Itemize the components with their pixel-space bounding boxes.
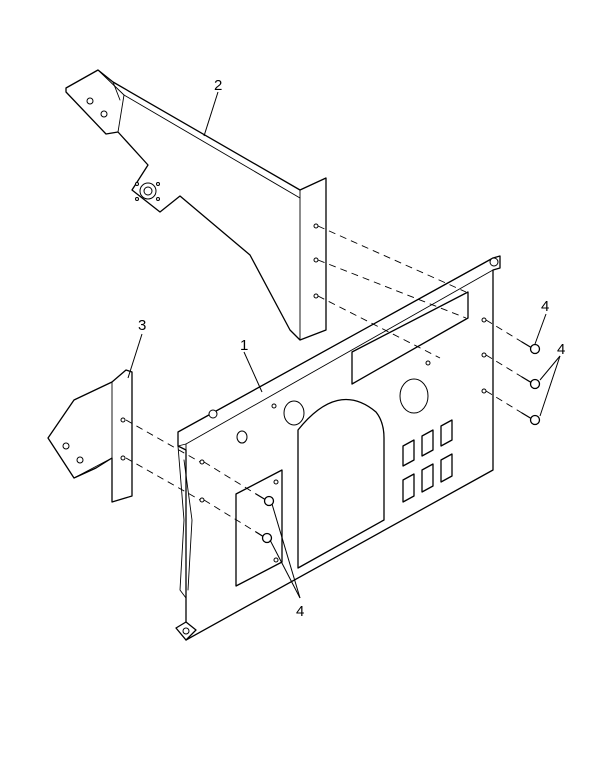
alignment-lines xyxy=(125,225,523,533)
callout-1: 1 xyxy=(240,337,248,354)
screws-part-4 xyxy=(255,341,541,544)
screw-right-3 xyxy=(521,412,541,426)
upper-bracket-part-2 xyxy=(65,69,327,341)
callout-4-bottom: 4 xyxy=(296,603,304,620)
screw-left-1 xyxy=(255,493,275,507)
callout-4-right: 4 xyxy=(557,341,565,358)
callout-3: 3 xyxy=(138,317,146,334)
left-bracket-part-3 xyxy=(47,369,133,503)
leader-lines xyxy=(127,91,561,599)
screw-right-2 xyxy=(521,376,541,390)
screw-left-2 xyxy=(255,531,273,544)
callout-2: 2 xyxy=(214,77,222,94)
main-panel-part-1 xyxy=(175,255,501,641)
callout-4-top: 4 xyxy=(541,298,549,315)
square-openings xyxy=(402,419,453,503)
screw-right-1 xyxy=(521,341,541,355)
